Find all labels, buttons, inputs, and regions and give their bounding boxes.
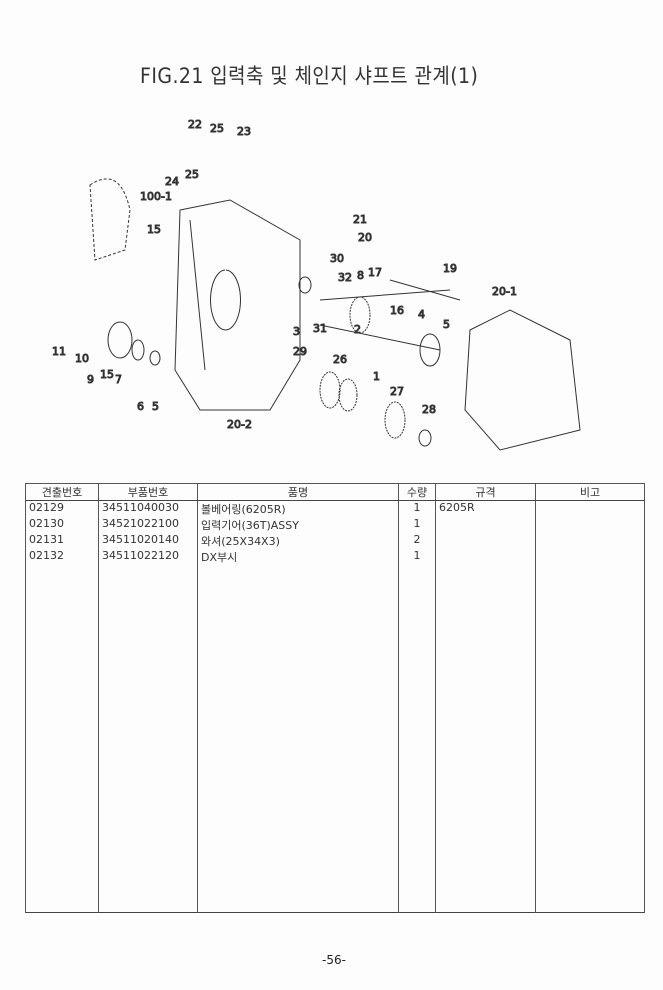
- exploded-parts-diagram: 22 25 23 24 25 100-1 15 21 20 30 32 8 17…: [52, 118, 581, 451]
- cell-qty: 1: [398, 549, 436, 565]
- col-header-note: 비고: [535, 483, 645, 501]
- callout: 17: [368, 266, 382, 279]
- callout: 25: [210, 122, 224, 135]
- table-row: 02130 34521022100 입력기어(36T)ASSY 1: [25, 517, 645, 533]
- cell-ref: 02129: [25, 500, 99, 517]
- callout: 19: [443, 262, 457, 275]
- callout: 15: [100, 368, 114, 381]
- callout: 20: [358, 231, 372, 244]
- housing-20-2: [174, 199, 301, 411]
- callout: 7: [115, 373, 122, 386]
- cell-part-no: 34511040030: [98, 500, 198, 517]
- cell-part-no: 34521022100: [98, 517, 198, 533]
- callout: 15: [147, 223, 161, 236]
- callout: 1: [373, 370, 380, 383]
- cell-spec: [435, 549, 536, 565]
- callout: 32: [338, 271, 352, 284]
- callout: 11: [52, 345, 66, 358]
- table-header-row: 견출번호 부품번호 품명 수량 규격 비고: [25, 483, 645, 501]
- callout: 9: [87, 373, 94, 386]
- input-shaft: [319, 324, 441, 351]
- callout: 31: [313, 322, 327, 335]
- callout: 100-1: [140, 190, 172, 203]
- table-row: 02132 34511022120 DX부시 1: [25, 549, 645, 565]
- cell-name: 입력기어(36T)ASSY: [197, 517, 399, 533]
- cell-ref: 02132: [25, 549, 99, 565]
- page-number: -56-: [322, 953, 346, 967]
- cell-spec: 6205R: [435, 500, 536, 517]
- cell-part-no: 34511020140: [98, 533, 198, 549]
- callout: 28: [422, 403, 436, 416]
- callout: 2: [354, 323, 361, 336]
- cell-part-no: 34511022120: [98, 549, 198, 565]
- cell-name: DX부시: [197, 549, 399, 565]
- cell-qty: 1: [398, 500, 436, 517]
- cell-note: [535, 500, 645, 517]
- callout: 20-1: [492, 285, 517, 298]
- callout: 20-2: [227, 418, 252, 431]
- callout: 8: [357, 269, 364, 282]
- col-header-name: 품명: [197, 483, 399, 501]
- callout: 25: [185, 168, 199, 181]
- col-header-part-no: 부품번호: [98, 483, 198, 501]
- cell-ref: 02131: [25, 533, 99, 549]
- callout: 21: [353, 213, 367, 226]
- cell-qty: 1: [398, 517, 436, 533]
- cell-name: 와셔(25X34X3): [197, 533, 399, 549]
- callout: 30: [330, 252, 344, 265]
- cell-note: [535, 549, 645, 565]
- callout: 24: [165, 175, 179, 188]
- cell-spec: [435, 517, 536, 533]
- callout: 4: [418, 308, 425, 321]
- callout: 3: [293, 325, 300, 338]
- cell-spec: [435, 533, 536, 549]
- cell-note: [535, 517, 645, 533]
- callout: 22: [188, 118, 202, 131]
- cell-qty: 2: [398, 533, 436, 549]
- cell-name: 볼베어링(6205R): [197, 500, 399, 517]
- callout: 10: [75, 352, 89, 365]
- col-header-ref: 견출번호: [25, 483, 99, 501]
- callout: 16: [390, 304, 404, 317]
- housing-20-1: [464, 309, 581, 451]
- cover-100-1: [89, 178, 131, 261]
- col-header-spec: 규격: [435, 483, 536, 501]
- callout: 5: [152, 400, 159, 413]
- callout: 23: [237, 125, 251, 138]
- callout: 26: [333, 353, 347, 366]
- cell-ref: 02130: [25, 517, 99, 533]
- parts-table: 견출번호 부품번호 품명 수량 규격 비고 02129 34511040030 …: [25, 483, 645, 913]
- page-title: FIG.21 입력축 및 체인지 샤프트 관계(1): [140, 64, 479, 88]
- table-row: 02131 34511020140 와셔(25X34X3) 2: [25, 533, 645, 549]
- table-empty-space: [25, 565, 645, 913]
- table-row: 02129 34511040030 볼베어링(6205R) 1 6205R: [25, 500, 645, 517]
- cell-note: [535, 533, 645, 549]
- callout: 5: [443, 318, 450, 331]
- callout: 6: [137, 400, 144, 413]
- callout: 29: [293, 345, 307, 358]
- col-header-qty: 수량: [398, 483, 436, 501]
- callout: 27: [390, 385, 404, 398]
